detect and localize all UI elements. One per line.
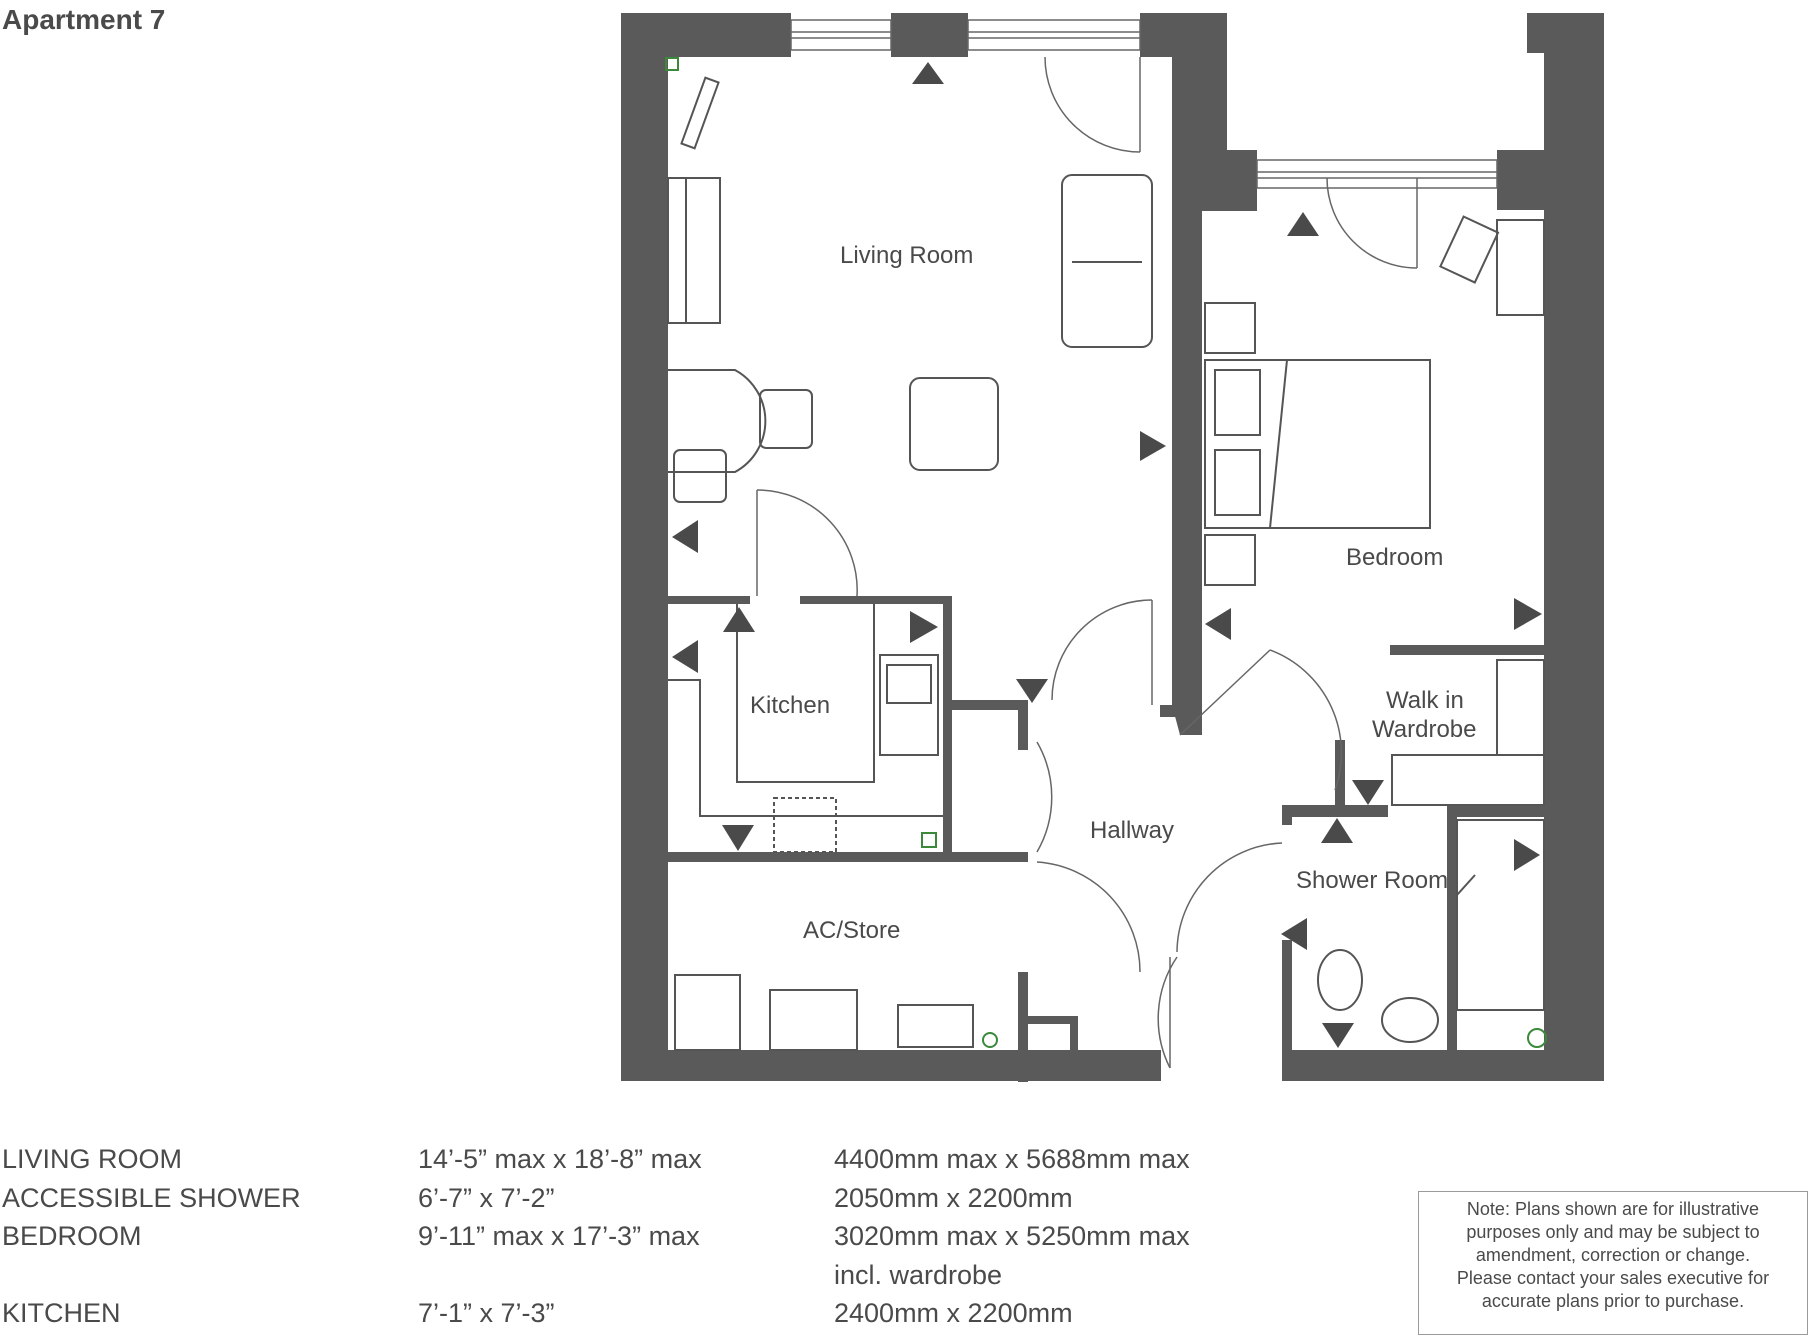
schedule-imperial: 9’-11” max x 17’-3” max <box>418 1221 700 1251</box>
floor-plan: Living Room Bedroom Kitchen Walk in Ward… <box>621 13 1604 1082</box>
schedule-room: LIVING ROOM <box>2 1144 183 1174</box>
room-label-walkin-2: Wardrobe <box>1372 716 1476 743</box>
schedule-room: BEDROOM <box>2 1221 142 1251</box>
schedule-imperial: 14’-5” max x 18’-8” max <box>418 1144 702 1174</box>
disclaimer-note: Note: Plans shown are for illustrative p… <box>1418 1191 1808 1335</box>
windows <box>790 19 1498 189</box>
note-line: Note: Plans shown are for illustrative <box>1466 1199 1760 1219</box>
schedule-metric: 2400mm x 2200mm <box>834 1298 1073 1328</box>
schedule-imperial: 7’-1” x 7’-3” <box>418 1298 555 1328</box>
schedule-room: ACCESSIBLE SHOWER <box>2 1182 301 1213</box>
room-schedule: LIVING ROOM 14’-5” max x 18’-8” max 4400… <box>2 1144 1252 1337</box>
note-line: Please contact your sales executive for <box>1456 1268 1770 1288</box>
doors <box>756 56 1418 1069</box>
room-label-kitchen: Kitchen <box>750 692 830 719</box>
schedule-imperial: 6’-7” x 7’-2” <box>418 1182 555 1213</box>
schedule-metric: incl. wardrobe <box>834 1259 1003 1290</box>
schedule-metric: 3020mm max x 5250mm max <box>834 1221 1190 1251</box>
walls <box>621 13 1604 1081</box>
room-label-walkin-1: Walk in <box>1386 687 1464 714</box>
schedule-metric: 2050mm x 2200mm <box>834 1182 1073 1213</box>
room-label-shower: Shower Room <box>1296 867 1448 894</box>
schedule-metric: 4400mm max x 5688mm max <box>834 1144 1190 1174</box>
room-label-living: Living Room <box>840 242 973 269</box>
note-line: accurate plans prior to purchase. <box>1481 1291 1745 1311</box>
schedule-row: LIVING ROOM 14’-5” max x 18’-8” max 4400… <box>2 1144 1252 1183</box>
note-line: purposes only and may be subject to <box>1466 1222 1760 1242</box>
room-label-store: AC/Store <box>803 917 900 944</box>
schedule-row: KITCHEN 7’-1” x 7’-3” 2400mm x 2200mm <box>2 1298 1252 1337</box>
note-line: amendment, correction or change. <box>1475 1245 1751 1265</box>
plan-title: Apartment 7 <box>2 4 166 35</box>
schedule-row: BEDROOM 9’-11” max x 17’-3” max 3020mm m… <box>2 1221 1252 1260</box>
interior-walls <box>668 596 1544 1082</box>
direction-arrows <box>672 62 1542 1048</box>
schedule-row: incl. wardrobe <box>2 1260 1252 1299</box>
room-label-bedroom: Bedroom <box>1346 544 1443 571</box>
schedule-room: KITCHEN <box>2 1298 121 1328</box>
furniture <box>667 76 1545 1051</box>
ventilation-icons <box>665 57 1547 1048</box>
schedule-row: ACCESSIBLE SHOWER 6’-7” x 7’-2” 2050mm x… <box>2 1183 1252 1222</box>
room-label-hallway: Hallway <box>1090 817 1174 844</box>
